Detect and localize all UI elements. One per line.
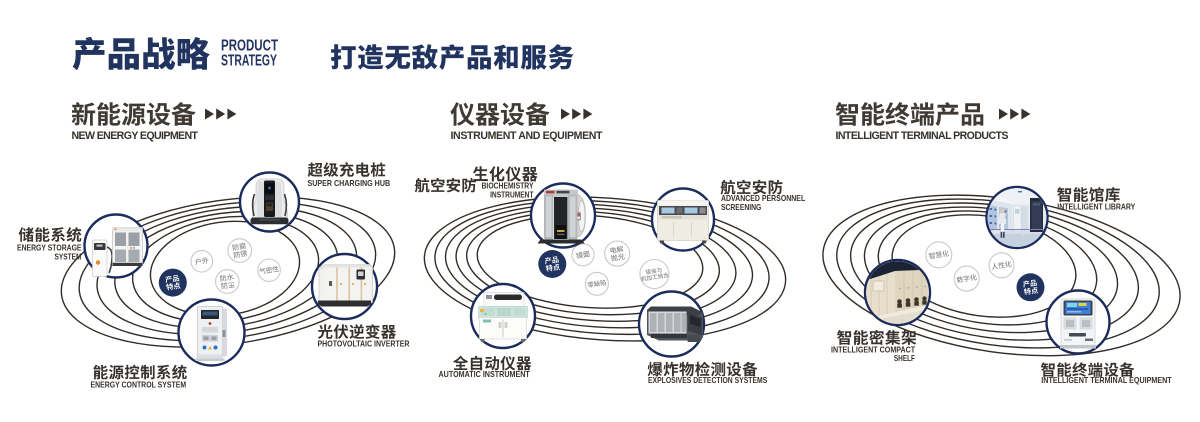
svg-text:AUTOMATIC INSTRUMENT: AUTOMATIC INSTRUMENT bbox=[439, 369, 530, 379]
svg-text:ENERGY STORAGE: ENERGY STORAGE bbox=[17, 243, 82, 253]
svg-text:INTELLIGENT TERMINAL EQUIPMENT: INTELLIGENT TERMINAL EQUIPMENT bbox=[1041, 375, 1171, 385]
svg-text:NEW ENERGY EQUIPMENT: NEW ENERGY EQUIPMENT bbox=[72, 130, 199, 142]
svg-text:SUPER CHARGING HUB: SUPER CHARGING HUB bbox=[308, 178, 391, 188]
svg-text:SCREENING: SCREENING bbox=[721, 202, 761, 212]
svg-text:ENERGY CONTROL SYSTEM: ENERGY CONTROL SYSTEM bbox=[91, 379, 187, 389]
svg-text:SYSTEM: SYSTEM bbox=[55, 252, 82, 262]
svg-text:INTELLIGENT COMPACT: INTELLIGENT COMPACT bbox=[831, 344, 915, 354]
svg-text:INTELLIGENT LIBRARY: INTELLIGENT LIBRARY bbox=[1057, 201, 1135, 211]
svg-text:PRODUCT: PRODUCT bbox=[221, 38, 278, 55]
svg-text:STRATEGY: STRATEGY bbox=[221, 53, 277, 70]
svg-text:PHOTOVOLTAIC INVERTER: PHOTOVOLTAIC INVERTER bbox=[318, 338, 410, 348]
svg-text:INSTRUMENT AND EQUIPMENT: INSTRUMENT AND EQUIPMENT bbox=[451, 130, 604, 142]
svg-text:INTELLIGENT TERMINAL PRODUCTS: INTELLIGENT TERMINAL PRODUCTS bbox=[836, 130, 1009, 142]
svg-text:BIOCHEMISTRY: BIOCHEMISTRY bbox=[482, 180, 534, 190]
svg-text:INSTRUMENT: INSTRUMENT bbox=[490, 189, 533, 199]
svg-text:ADVANCED PERSONNEL: ADVANCED PERSONNEL bbox=[721, 193, 805, 203]
svg-text:EXPLOSIVES DETECTION SYSTEMS: EXPLOSIVES DETECTION SYSTEMS bbox=[648, 375, 768, 385]
svg-text:A: A bbox=[485, 312, 487, 316]
svg-text:SHELF: SHELF bbox=[894, 353, 915, 363]
